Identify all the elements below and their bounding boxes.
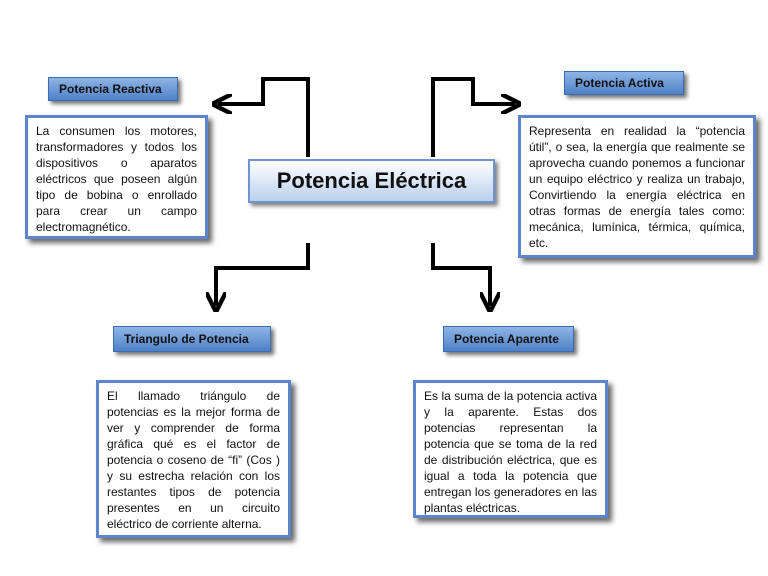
arrow-to-aparente [431,243,490,306]
arrow-to-reactiva [218,77,310,157]
label-potencia-activa: Potencia Activa [564,71,684,95]
label-potencia-aparente: Potencia Aparente [443,326,574,352]
central-node-title: Potencia Eléctrica [248,159,495,203]
label-triangulo-de-potencia: Triangulo de Potencia [113,326,271,352]
arrow-to-triangulo [216,243,310,306]
text-potencia-aparente: Es la suma de la potencia activa y la ap… [413,380,608,518]
text-potencia-reactiva: La consumen los motores, transformadores… [25,115,208,239]
text-triangulo-de-potencia: El llamado triángulo de potencias es la … [96,380,291,538]
text-potencia-activa: Representa en realidad la “potencia útil… [518,115,756,258]
arrow-to-activa [431,77,515,157]
label-potencia-reactiva: Potencia Reactiva [48,77,178,101]
